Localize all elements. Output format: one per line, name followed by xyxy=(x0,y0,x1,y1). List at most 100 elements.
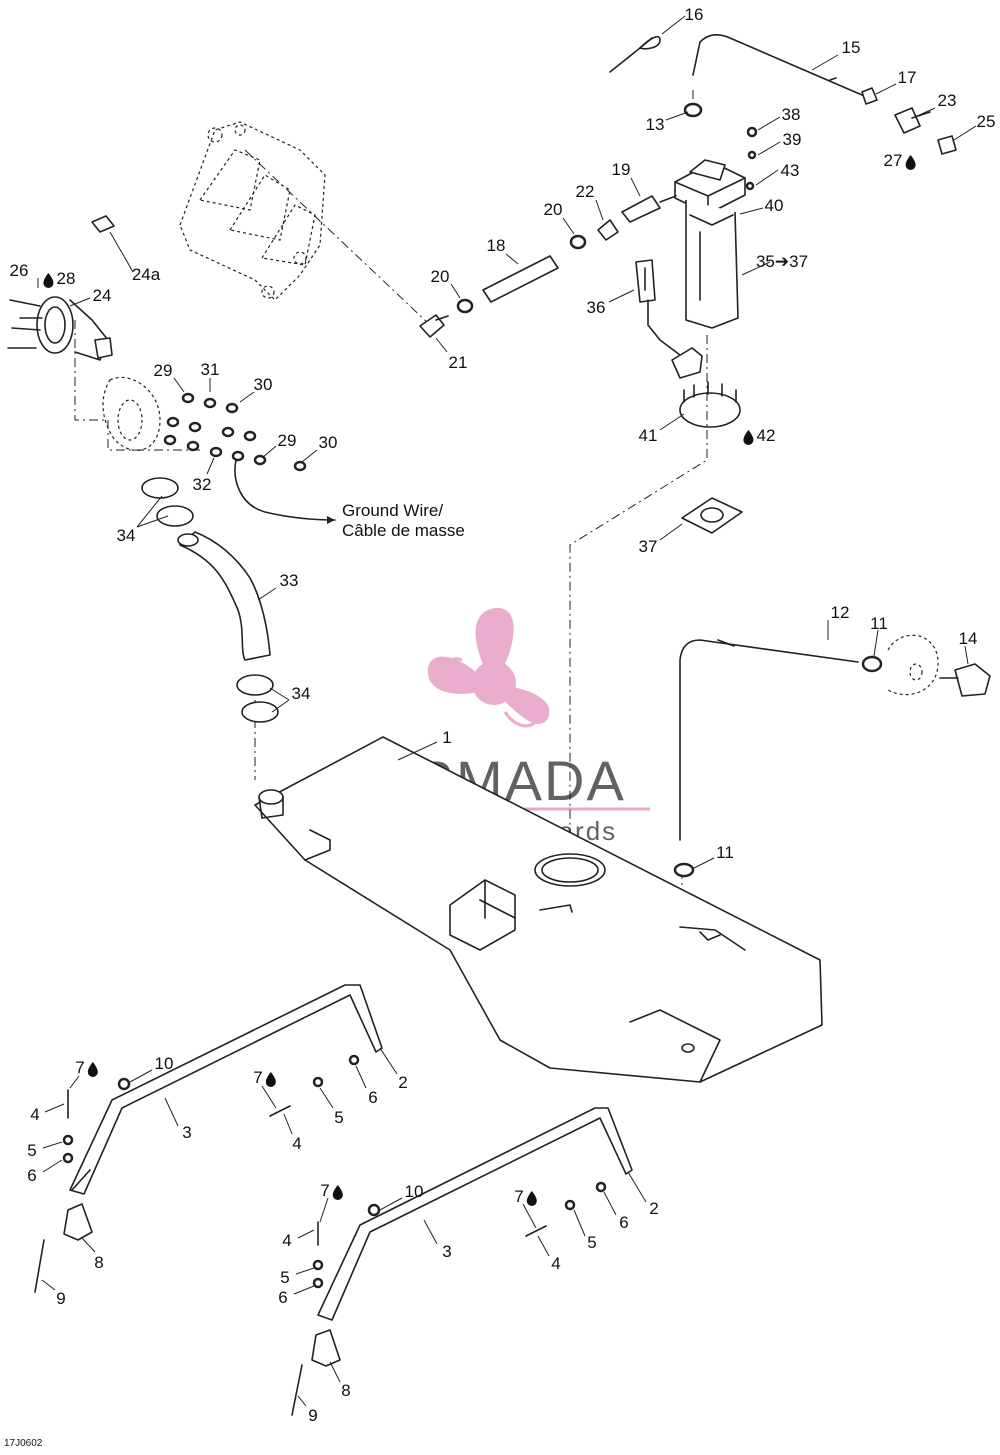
part-label-l3a: 3 xyxy=(182,1123,191,1142)
part-label-l25: 25 xyxy=(977,112,996,131)
fuel-pump-module xyxy=(635,159,746,379)
washer-icon xyxy=(225,402,239,414)
lubricant-drop-icon xyxy=(743,430,754,445)
tank-strap-lower xyxy=(317,1107,633,1321)
part-label-l11b: 11 xyxy=(716,843,734,862)
part-label-l20a: 20 xyxy=(544,200,563,219)
part-label-l31: 31 xyxy=(201,360,220,379)
washer-icon xyxy=(181,392,195,404)
part-label-l18: 18 xyxy=(487,236,506,255)
washer-icon xyxy=(209,446,223,458)
part-label-l19: 19 xyxy=(612,160,631,179)
part-label-l41: 41 xyxy=(639,426,658,445)
part-label-l29b: 29 xyxy=(278,431,297,450)
part-label-l8a: 8 xyxy=(94,1253,103,1272)
strap-washers xyxy=(62,1054,607,1289)
part-label-l6d: 6 xyxy=(278,1288,287,1307)
part-label-l33: 33 xyxy=(280,571,299,590)
cable-tie-16 xyxy=(609,35,661,73)
hose-clamps-34 xyxy=(141,477,279,723)
part-label-l14: 14 xyxy=(959,629,978,648)
part-label-l3b: 3 xyxy=(442,1242,451,1261)
part-label-l11a: 11 xyxy=(870,614,888,633)
part-label-l8b: 8 xyxy=(341,1381,350,1400)
ground-wire xyxy=(234,459,336,524)
fuel-tank xyxy=(254,736,823,1083)
part-label-l12: 12 xyxy=(831,603,850,622)
leader-lines xyxy=(37,15,977,1407)
part-label-l34a: 34 xyxy=(117,526,136,545)
part-label-l36: 36 xyxy=(587,298,606,317)
part-label-l7d: 7 xyxy=(514,1187,523,1206)
part-label-l30a: 30 xyxy=(254,375,273,394)
part-label-l4b: 4 xyxy=(292,1134,301,1153)
part-label-l10a: 10 xyxy=(155,1054,174,1073)
part-label-l23: 23 xyxy=(938,91,957,110)
part-label-l5d: 5 xyxy=(280,1268,289,1287)
part-label-l6b: 6 xyxy=(27,1166,36,1185)
part-label-l24a: 24a xyxy=(132,265,161,284)
washers-nuts xyxy=(163,392,307,472)
part-label-l27: 27 xyxy=(884,151,903,170)
bolts xyxy=(34,1089,547,1416)
vent-hose-15 xyxy=(683,34,957,191)
washer-icon xyxy=(293,460,307,472)
part-label-l5c: 5 xyxy=(587,1233,596,1252)
part-label-l6c: 6 xyxy=(619,1213,628,1232)
lubricant-drop-icon xyxy=(87,1062,98,1077)
part-label-l39: 39 xyxy=(783,130,802,149)
part-label-l5b: 5 xyxy=(27,1141,36,1160)
tank-strap-upper xyxy=(69,984,383,1195)
part-label-l43: 43 xyxy=(781,161,800,180)
part-label-l13: 13 xyxy=(646,115,665,134)
part-label-l26: 26 xyxy=(10,261,29,280)
lubricant-drop-icon xyxy=(332,1185,343,1200)
part-label-l2a: 2 xyxy=(398,1073,407,1092)
part-label-l15: 15 xyxy=(842,38,861,57)
part-label-l21: 21 xyxy=(449,353,468,372)
part-label-l20b: 20 xyxy=(431,267,450,286)
lubricant-drop-icon xyxy=(43,273,54,288)
part-label-l4d: 4 xyxy=(551,1254,560,1273)
part-label-l6a: 6 xyxy=(368,1088,377,1107)
washer-icon xyxy=(163,434,177,446)
mounting-plate xyxy=(102,376,161,451)
lubricant-drop-icon xyxy=(905,155,916,170)
part-label-l29a: 29 xyxy=(154,361,173,380)
part-label-l7b: 7 xyxy=(253,1068,262,1087)
part-label-l7a: 7 xyxy=(75,1058,84,1077)
washer-icon xyxy=(221,426,235,438)
part-label-l10b: 10 xyxy=(405,1182,424,1201)
lubricant-drop-icon xyxy=(526,1191,537,1206)
part-label-l32: 32 xyxy=(193,475,212,494)
ground-wire-callout-line2: Câble de masse xyxy=(342,521,465,540)
bracket-8b xyxy=(311,1329,341,1367)
part-label-l17: 17 xyxy=(898,68,917,87)
part-label-l9a: 9 xyxy=(56,1289,65,1308)
part-label-l3537: 35➔37 xyxy=(756,252,808,271)
part-label-l4c: 4 xyxy=(282,1231,291,1250)
part-label-l24: 24 xyxy=(93,286,112,305)
part-label-l16: 16 xyxy=(685,5,704,24)
part-label-l9b: 9 xyxy=(308,1406,317,1425)
part-label-l34b: 34 xyxy=(292,684,311,703)
engine-block xyxy=(179,121,326,301)
filler-hose-33 xyxy=(177,531,271,661)
part-label-l28: 28 xyxy=(57,269,76,288)
part-label-l2b: 2 xyxy=(649,1199,658,1218)
part-label-l30b: 30 xyxy=(319,433,338,452)
part-label-l42: 42 xyxy=(757,426,776,445)
part-label-l7c: 7 xyxy=(320,1181,329,1200)
vent-line-12 xyxy=(673,634,991,878)
washer-icon xyxy=(188,421,202,433)
washer-icon xyxy=(243,430,257,442)
ground-wire-callout-line1: Ground Wire/ xyxy=(342,501,443,520)
part-label-l4a: 4 xyxy=(30,1105,39,1124)
propeller-icon xyxy=(427,607,550,728)
fuel-hose-18 xyxy=(419,195,677,338)
part-label-l40: 40 xyxy=(765,196,784,215)
part-label-l38: 38 xyxy=(782,105,801,124)
washer-icon xyxy=(166,416,180,428)
